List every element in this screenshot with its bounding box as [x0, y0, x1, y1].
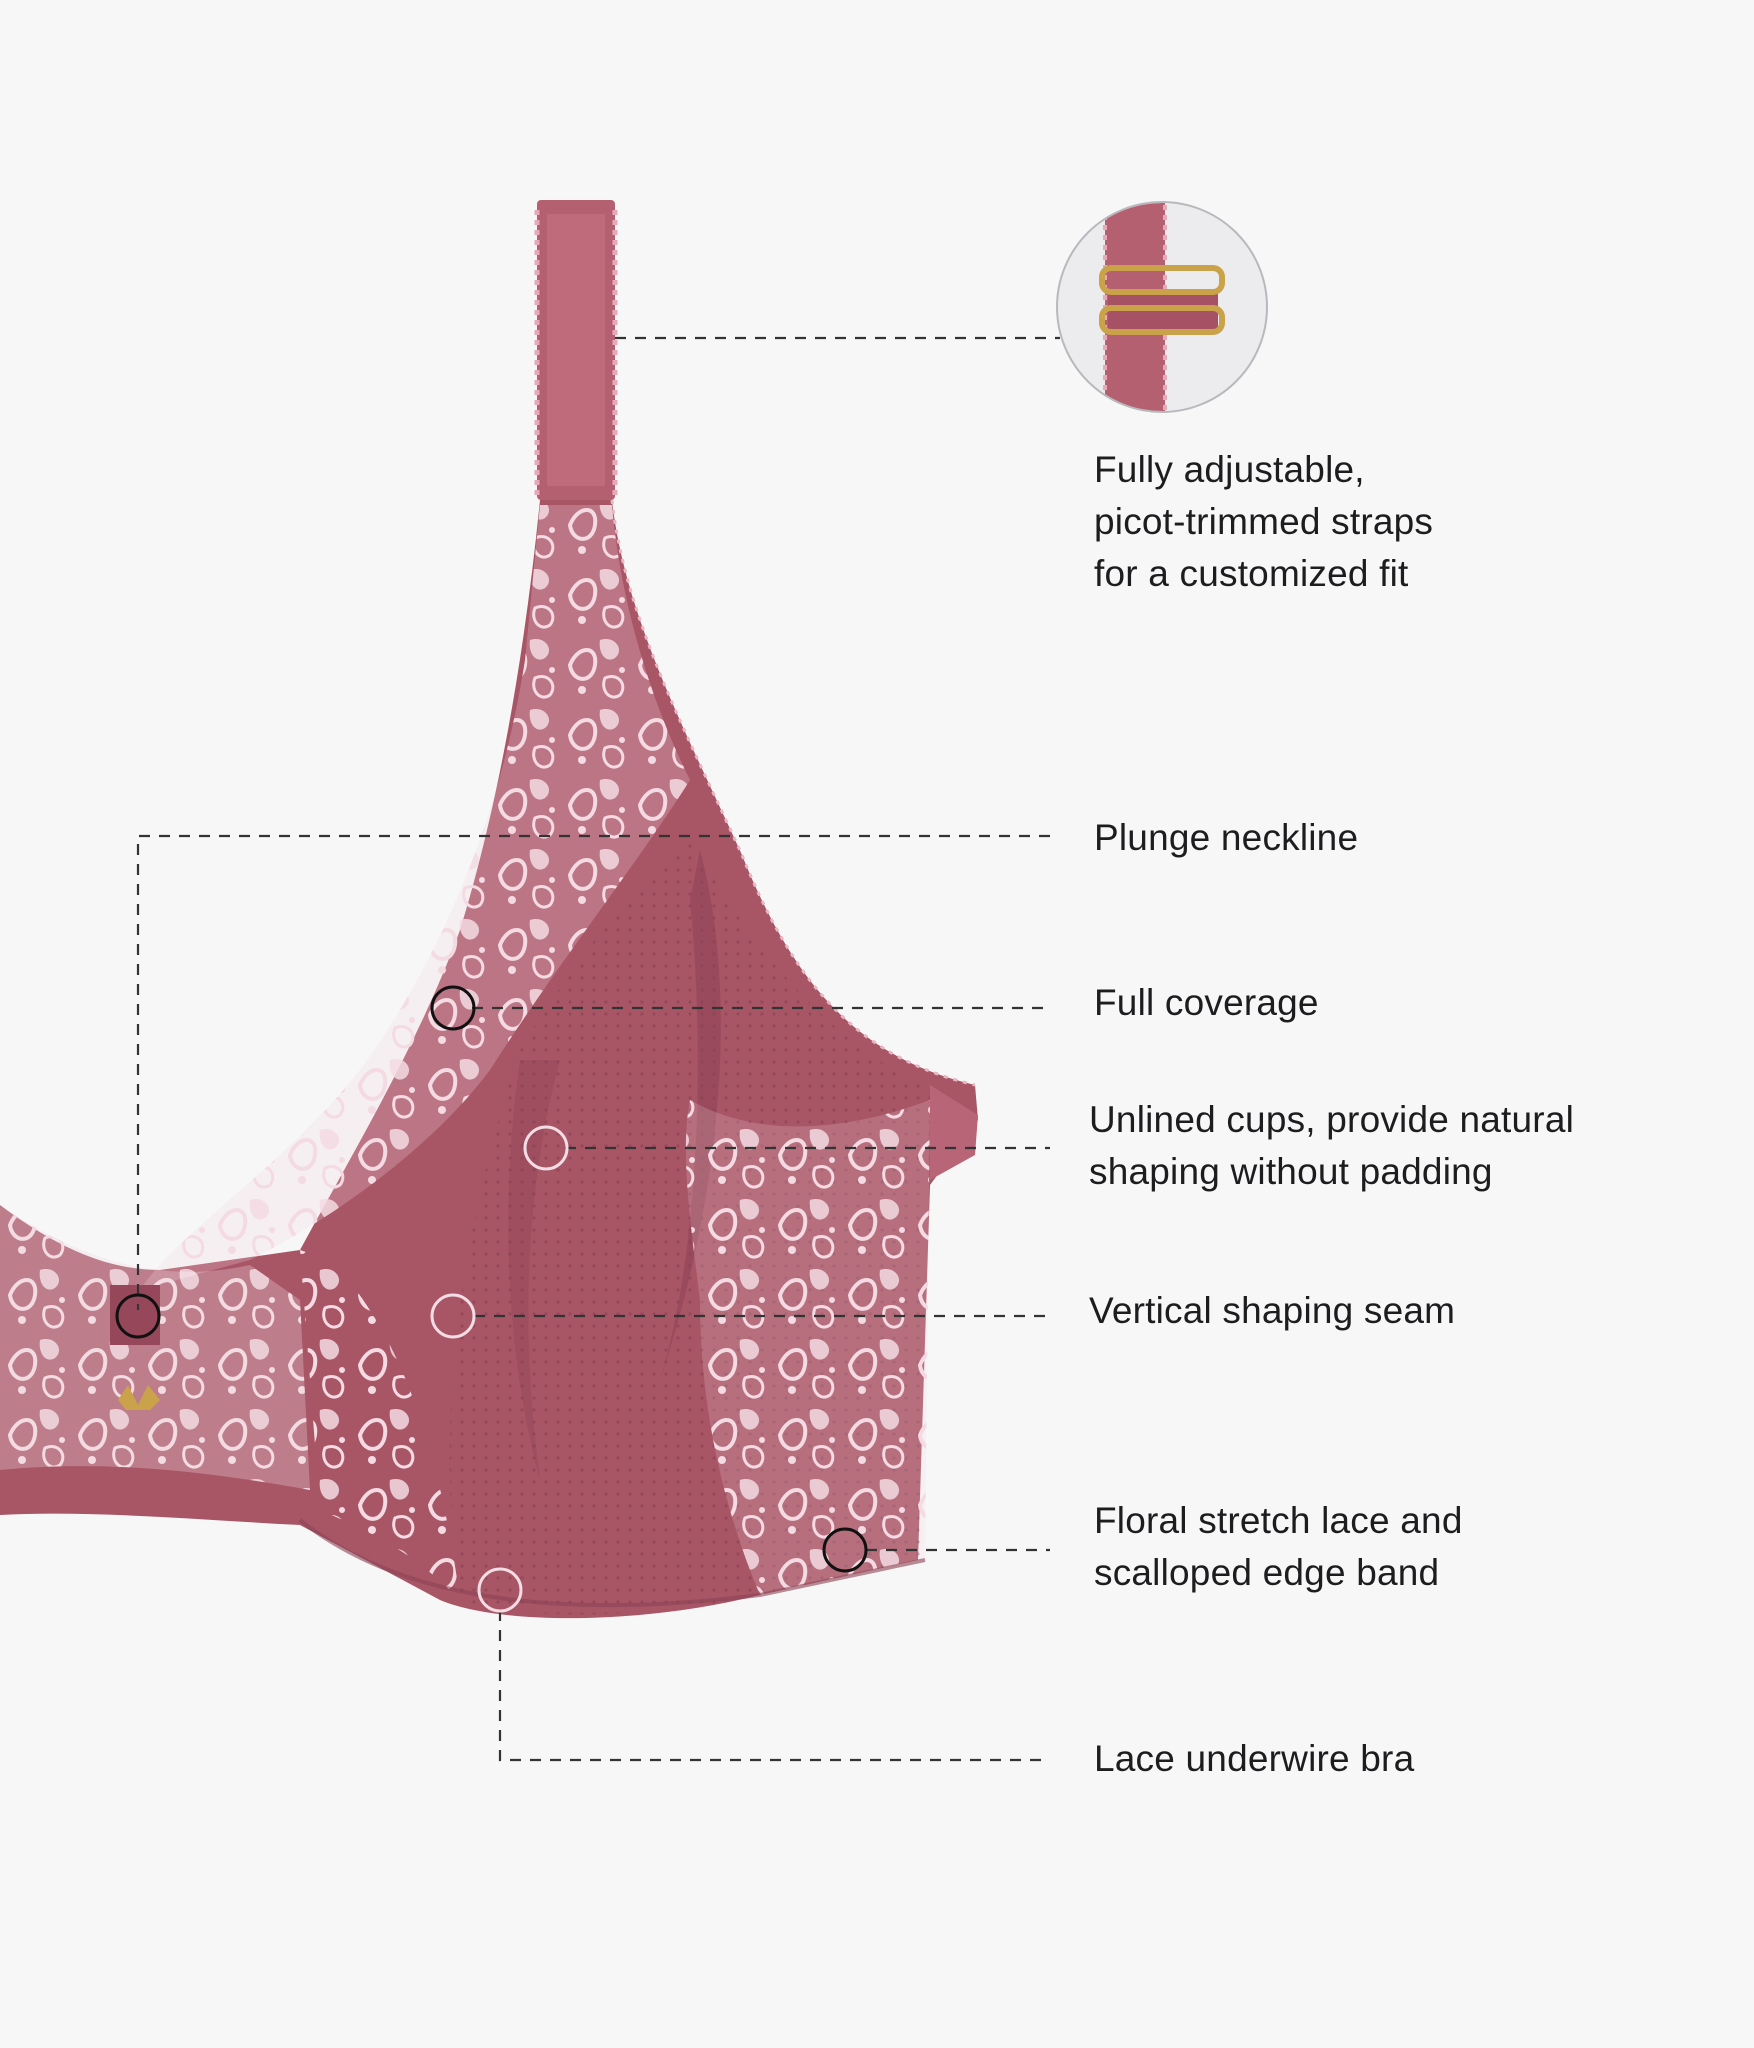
- marker-underwire: [477, 1567, 523, 1613]
- feature-label-plunge: Plunge neckline: [1094, 817, 1359, 858]
- feature-label-lace: Floral stretch lace and scalloped edge b…: [1094, 1495, 1463, 1599]
- feature-straps-line-2: picot-trimmed straps: [1094, 501, 1434, 542]
- shoulder-strap-graphic: [534, 200, 618, 500]
- feature-cups-line-1: Unlined cups, provide natural: [1089, 1099, 1575, 1140]
- feature-cups-line-2: shaping without padding: [1089, 1151, 1493, 1192]
- feature-lace-line-1: Floral stretch lace and: [1094, 1500, 1463, 1541]
- feature-label-straps: Fully adjustable, picot-trimmed straps f…: [1094, 444, 1433, 600]
- leader-lines: [136, 336, 1060, 1762]
- feature-straps-line-3: for a customized fit: [1094, 553, 1409, 594]
- marker-full-coverage: [430, 985, 476, 1031]
- marker-floral-lace: [822, 1527, 868, 1573]
- feature-label-underwire: Lace underwire bra: [1094, 1738, 1415, 1779]
- feature-label-coverage: Full coverage: [1094, 982, 1319, 1023]
- feature-label-seam: Vertical shaping seam: [1089, 1290, 1456, 1331]
- feature-lace-line-2: scalloped edge band: [1094, 1552, 1440, 1593]
- marker-unlined-cups: [523, 1125, 569, 1171]
- feature-straps-line-1: Fully adjustable,: [1094, 449, 1365, 490]
- marker-vertical-seam: [430, 1293, 476, 1339]
- feature-label-cups: Unlined cups, provide natural shaping wi…: [1089, 1094, 1574, 1198]
- callout-markers: [115, 985, 868, 1613]
- marker-plunge-neckline: [115, 1293, 161, 1339]
- strap-adjuster-detail-icon: [1056, 201, 1268, 413]
- bra-body-graphic: [0, 499, 978, 1619]
